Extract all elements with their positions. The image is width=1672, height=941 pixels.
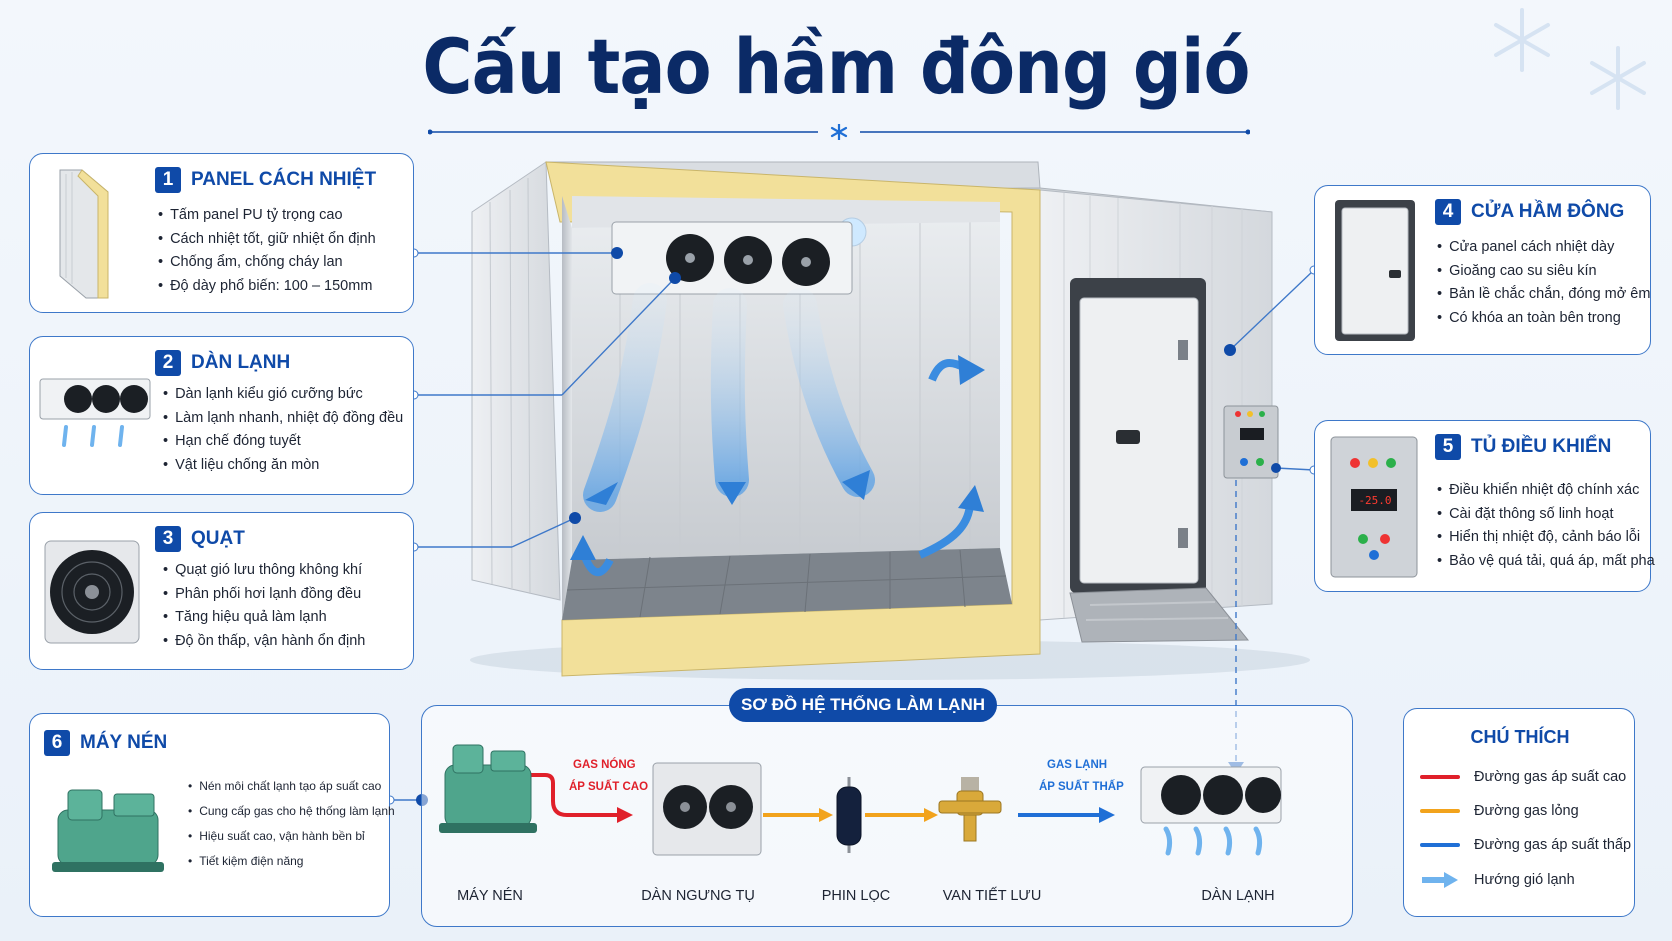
list-item: Quạt gió lưu thông không khí — [163, 559, 365, 583]
card-title: CỬA HẦM ĐÔNG — [1471, 201, 1625, 222]
card-header: 6 MÁY NÉN — [44, 730, 167, 756]
card-header: 1 PANEL CÁCH NHIỆT — [155, 167, 376, 193]
high-pressure-label: ÁP SUẤT CAO — [569, 781, 649, 793]
list-item: Chống ẩm, chống cháy lan — [158, 251, 376, 275]
title-divider — [428, 124, 1250, 140]
card-list: Quạt gió lưu thông không khí Phân phối h… — [163, 559, 365, 653]
list-item: Gioăng cao su siêu kín — [1437, 260, 1650, 284]
list-item: Dàn lạnh kiểu gió cưỡng bức — [163, 383, 403, 407]
list-item: Vật liệu chống ăn mòn — [163, 454, 403, 478]
insulation-panel-image — [59, 169, 109, 299]
compressor-icon — [439, 744, 537, 833]
card-header: 2 DÀN LẠNH — [155, 350, 290, 376]
airflow-arrow-icon — [1422, 872, 1458, 888]
blue-line-swatch — [1420, 843, 1460, 847]
list-item: Nén môi chất lạnh tạo áp suất cao — [188, 774, 395, 799]
list-item: Cài đặt thông số linh hoạt — [1437, 503, 1655, 527]
fan-image — [44, 540, 140, 644]
hot-gas-label: GAS NÓNG — [573, 759, 636, 771]
card-fan: 3 QUẠT Quạt gió lưu thông không khí Phân … — [29, 512, 414, 670]
legend-label: Hướng gió lạnh — [1474, 872, 1575, 888]
list-item: Phân phối hơi lạnh đồng đều — [163, 583, 365, 607]
card-number: 1 — [155, 167, 181, 193]
legend-item-high-pressure: Đường gas áp suất cao — [1420, 769, 1626, 785]
list-item: Bảo vệ quá tải, quá áp, mất pha — [1437, 550, 1655, 574]
snowflake-icon — [830, 124, 848, 140]
evaporator-image — [39, 378, 151, 447]
legend-label: Đường gas lỏng — [1474, 803, 1579, 819]
low-pressure-label: ÁP SUẤT THẤP — [1039, 781, 1124, 793]
list-item: Có khóa an toàn bên trong — [1437, 307, 1650, 331]
card-title: TỦ ĐIỀU KHIỂN — [1471, 436, 1612, 457]
legend-item-liquid: Đường gas lỏng — [1420, 803, 1579, 819]
scheme-diagram — [439, 744, 1282, 856]
door-image — [1335, 200, 1415, 341]
evaporator-icon — [1140, 766, 1282, 856]
list-item: Hiển thị nhiệt độ, cảnh báo lỗi — [1437, 526, 1655, 550]
list-item: Cung cấp gas cho hệ thống làm lạnh — [188, 799, 394, 824]
card-header: 4 CỬA HẦM ĐÔNG — [1435, 199, 1624, 225]
card-title: PANEL CÁCH NHIỆT — [191, 169, 377, 190]
card-header: 3 QUẠT — [155, 526, 245, 552]
card-evaporator: 2 DÀN LẠNH Dàn lạnh kiểu gió cưỡng bức Là… — [29, 336, 414, 495]
red-line-swatch — [1420, 775, 1460, 779]
label-evaporator: DÀN LẠNH — [1201, 888, 1275, 904]
card-control-cabinet: -25.0 5 TỦ ĐIỀU KHIỂN Điều khiển nhiệt độ… — [1314, 420, 1655, 592]
page-title: Cấu tạo hầm đông gió — [422, 22, 1250, 111]
card-list: Điều khiển nhiệt độ chính xác Cài đặt th… — [1437, 479, 1655, 573]
compressor-image — [52, 789, 164, 872]
legend-label: Đường gas áp suất cao — [1474, 769, 1627, 785]
legend-item-low-pressure: Đường gas áp suất thấp — [1420, 837, 1631, 853]
card-number: 4 — [1435, 199, 1461, 225]
label-compressor: MÁY NÉN — [457, 888, 523, 904]
list-item: Cửa panel cách nhiệt dày — [1437, 236, 1650, 260]
card-list: Dàn lạnh kiểu gió cưỡng bức Làm lạnh nha… — [163, 383, 403, 477]
list-item: Tiết kiệm điện năng — [188, 849, 395, 874]
temperature-display: -25.0 — [1358, 494, 1392, 507]
label-condenser: DÀN NGƯNG TỤ — [641, 888, 755, 904]
scheme-title: SƠ ĐỒ HỆ THỐNG LÀM LẠNH — [729, 688, 997, 722]
card-panel-insulation: 1 PANEL CÁCH NHIỆT Tấm panel PU tỷ trọng … — [29, 153, 414, 313]
card-number: 2 — [155, 350, 181, 376]
list-item: Độ dày phổ biến: 100 – 150mm — [158, 275, 376, 299]
card-compressor: 6 MÁY NÉN Nén môi chất lạnh tạo áp suất c… — [29, 713, 395, 917]
legend-title: CHÚ THÍCH — [1470, 727, 1570, 747]
card-title: DÀN LẠNH — [191, 352, 291, 373]
orange-line-swatch — [1420, 809, 1460, 813]
legend-label: Đường gas áp suất thấp — [1474, 837, 1632, 853]
card-freezer-door: 4 CỬA HẦM ĐÔNG Cửa panel cách nhiệt dày G… — [1314, 185, 1651, 355]
legend-item-airflow: Hướng gió lạnh — [1420, 871, 1575, 889]
card-number: 5 — [1435, 434, 1461, 460]
list-item: Điều khiển nhiệt độ chính xác — [1437, 479, 1655, 503]
filter-drier-icon — [836, 777, 862, 853]
list-item: Bản lề chắc chắn, đóng mở êm — [1437, 283, 1650, 307]
list-item: Hạn chế đóng tuyết — [163, 430, 403, 454]
card-number: 6 — [44, 730, 70, 756]
list-item: Làm lạnh nhanh, nhiệt độ đồng đều — [163, 407, 403, 431]
card-list: Nén môi chất lạnh tạo áp suất cao Cung c… — [188, 774, 395, 874]
legend: CHÚ THÍCH Đường gas áp suất cao Đường ga… — [1403, 708, 1635, 917]
card-list: Tấm panel PU tỷ trọng cao Cách nhiệt tốt… — [158, 204, 376, 298]
control-cabinet-image — [1330, 436, 1418, 578]
card-header: 5 TỦ ĐIỀU KHIỂN — [1435, 434, 1611, 460]
card-number: 3 — [155, 526, 181, 552]
list-item: Tăng hiệu quả làm lạnh — [163, 606, 365, 630]
label-filter-drier: PHIN LỌC — [821, 888, 891, 904]
label-expansion-valve: VAN TIẾT LƯU — [942, 888, 1042, 904]
card-title: QUẠT — [191, 528, 245, 549]
card-title: MÁY NÉN — [80, 732, 168, 753]
list-item: Tấm panel PU tỷ trọng cao — [158, 204, 376, 228]
snowflake-decoration — [1494, 8, 1646, 110]
list-item: Hiệu suất cao, vận hành bền bỉ — [188, 824, 395, 849]
cold-gas-label: GAS LẠNH — [1047, 759, 1108, 771]
expansion-valve-icon — [938, 777, 1002, 842]
condenser-icon — [652, 762, 762, 856]
list-item: Độ ồn thấp, vận hành ổn định — [163, 630, 365, 654]
list-item: Cách nhiệt tốt, giữ nhiệt ổn định — [158, 228, 376, 252]
card-list: Cửa panel cách nhiệt dày Gioăng cao su s… — [1437, 236, 1650, 330]
